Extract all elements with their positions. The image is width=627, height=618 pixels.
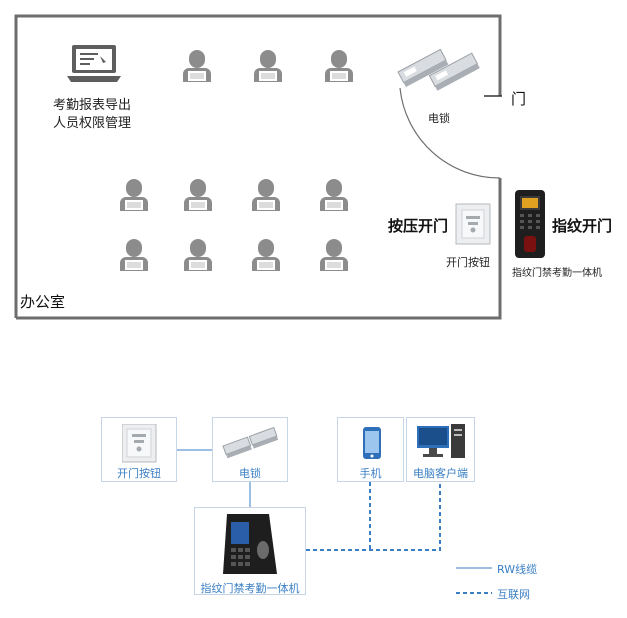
node-exit-button-label: 开门按钮 — [117, 467, 161, 480]
computer-label-line1: 考勤报表导出 — [53, 98, 132, 113]
office-wall-top — [14, 14, 502, 318]
node-phone-label: 手机 — [359, 467, 382, 480]
pc-client-icon — [417, 424, 465, 458]
lock-label: 电锁 — [428, 112, 450, 125]
phone-icon — [363, 427, 381, 459]
exit-button-icon — [455, 203, 491, 245]
fingerprint-terminal-icon — [223, 514, 277, 574]
exit-button-label: 开门按钮 — [446, 256, 490, 269]
office-wall-bottom — [16, 178, 502, 320]
room-label: 办公室 — [20, 293, 66, 311]
terminal-label: 指纹门禁考勤一体机 — [512, 268, 602, 279]
computer-label-line2: 人员权限管理 — [53, 116, 132, 131]
node-terminal-label: 指纹门禁考勤一体机 — [200, 582, 300, 595]
finger-open-label: 指纹开门 — [552, 217, 613, 235]
fingerprint-terminal-icon — [515, 190, 545, 258]
door-swing-arc — [399, 87, 501, 179]
legend-internet-label: 互联网 — [497, 588, 530, 601]
electric-lock-icon — [222, 426, 279, 459]
node-pc-client: 电脑客户端 — [406, 417, 475, 482]
node-lock-label: 电锁 — [239, 467, 261, 480]
door-label: 门 — [511, 90, 527, 108]
exit-button-icon — [122, 424, 157, 463]
computer-icon — [67, 45, 121, 82]
node-exit-button: 开门按钮 — [101, 417, 177, 482]
internet-line-pc — [306, 482, 441, 551]
node-terminal: 指纹门禁考勤一体机 — [194, 507, 306, 595]
node-lock: 电锁 — [212, 417, 288, 482]
office-floorplan — [14, 14, 545, 320]
node-pc-client-label: 电脑客户端 — [413, 467, 468, 480]
node-phone: 手机 — [337, 417, 404, 482]
legend-rw-cable-label: RW线缆 — [497, 563, 538, 576]
press-open-label: 按压开门 — [388, 217, 449, 235]
